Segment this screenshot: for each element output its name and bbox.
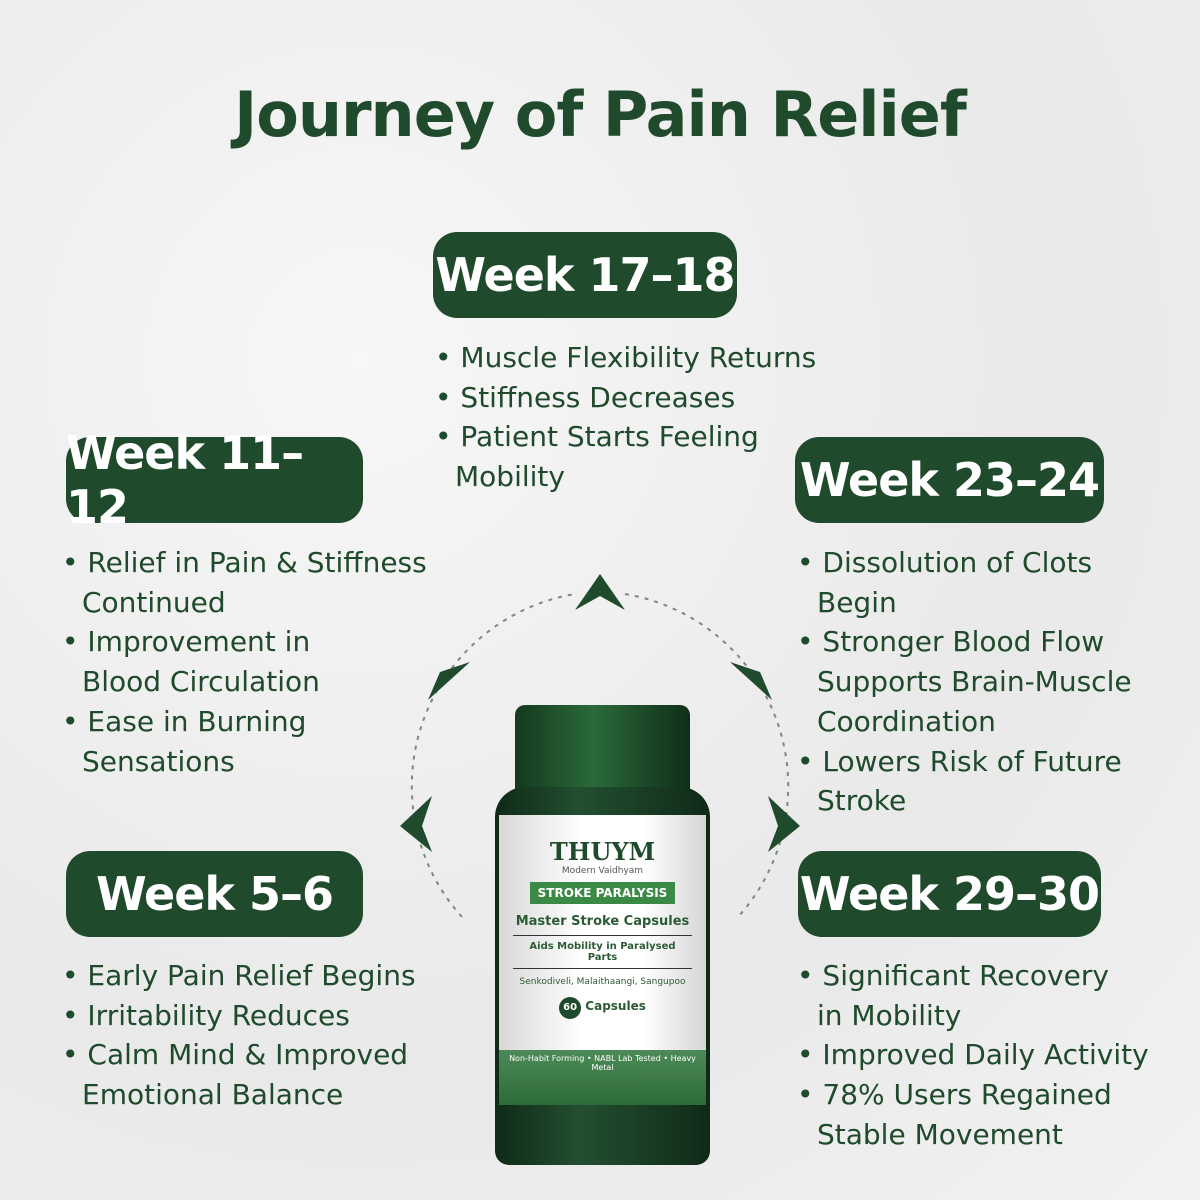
list-item: Dissolution of Clots Begin [797, 543, 1127, 622]
list-item: Ease in Burning Sensations [62, 702, 342, 781]
brand-tagline: Modern Vaidhyam [561, 866, 644, 876]
list-item: Relief in Pain & Stiffness Continued [62, 543, 457, 622]
stage-list-week-29-30: Significant Recovery in Mobility Improve… [797, 956, 1187, 1155]
product-bottle: THUYM Modern Vaidhyam STROKE PARALYSIS M… [495, 705, 710, 1165]
arrow-left-icon [400, 796, 432, 852]
list-item: Improved Daily Activity [797, 1035, 1187, 1075]
stage-list-week-17-18: Muscle Flexibility Returns Stiffness Dec… [435, 338, 855, 497]
stage-pill-week-5-6: Week 5–6 [66, 851, 363, 937]
product-claim: Aids Mobility in Paralysed Parts [513, 935, 692, 969]
list-item: Significant Recovery in Mobility [797, 956, 1142, 1035]
list-item: Patient Starts Feeling Mobility [435, 417, 795, 496]
page-title: Journey of Pain Relief [234, 78, 967, 151]
stage-list-week-11-12: Relief in Pain & Stiffness Continued Imp… [62, 543, 462, 781]
arrow-up-icon [575, 574, 625, 610]
list-item: Calm Mind & Improved Emotional Balance [62, 1035, 452, 1114]
arrow-right-icon [768, 796, 800, 852]
count-unit: Capsules [585, 999, 646, 1013]
count-badge: 60 [559, 997, 582, 1019]
list-item: Stiffness Decreases [435, 378, 855, 418]
list-item: Early Pain Relief Begins [62, 956, 462, 996]
product-label: THUYM Modern Vaidhyam STROKE PARALYSIS M… [499, 815, 706, 1105]
list-item: Improvement in Blood Circulation [62, 622, 362, 701]
brand-logo: THUYM [549, 837, 656, 866]
stage-pill-week-29-30: Week 29–30 [798, 851, 1101, 937]
arrow-upleft-icon [428, 662, 470, 700]
stage-list-week-5-6: Early Pain Relief Begins Irritability Re… [62, 956, 462, 1115]
list-item: 78% Users Regained Stable Movement [797, 1075, 1137, 1154]
stage-list-week-23-24: Dissolution of Clots Begin Stronger Bloo… [797, 543, 1187, 821]
product-name: Master Stroke Capsules [515, 914, 690, 929]
ring-arc-left [410, 593, 576, 918]
list-item: Muscle Flexibility Returns [435, 338, 855, 378]
label-band: Non-Habit Forming • NABL Lab Tested • He… [499, 1050, 706, 1105]
ring-arc-right [624, 593, 790, 918]
capsule-count: 60 Capsules [499, 997, 706, 1019]
stage-pill-week-23-24: Week 23–24 [795, 437, 1104, 523]
ingredients: Senkodiveli, Malaithaangi, Sangupoo [519, 977, 686, 987]
stage-pill-week-11-12: Week 11–12 [66, 426, 363, 534]
list-item: Stronger Blood Flow Supports Brain-Muscl… [797, 622, 1187, 741]
arrow-upright-icon [730, 662, 772, 700]
list-item: Lowers Risk of Future Stroke [797, 742, 1147, 821]
bottle-cap [515, 705, 690, 795]
category-tag: STROKE PARALYSIS [529, 882, 676, 904]
stage-pill-week-17-18: Week 17–18 [433, 232, 737, 318]
list-item: Irritability Reduces [62, 996, 462, 1036]
